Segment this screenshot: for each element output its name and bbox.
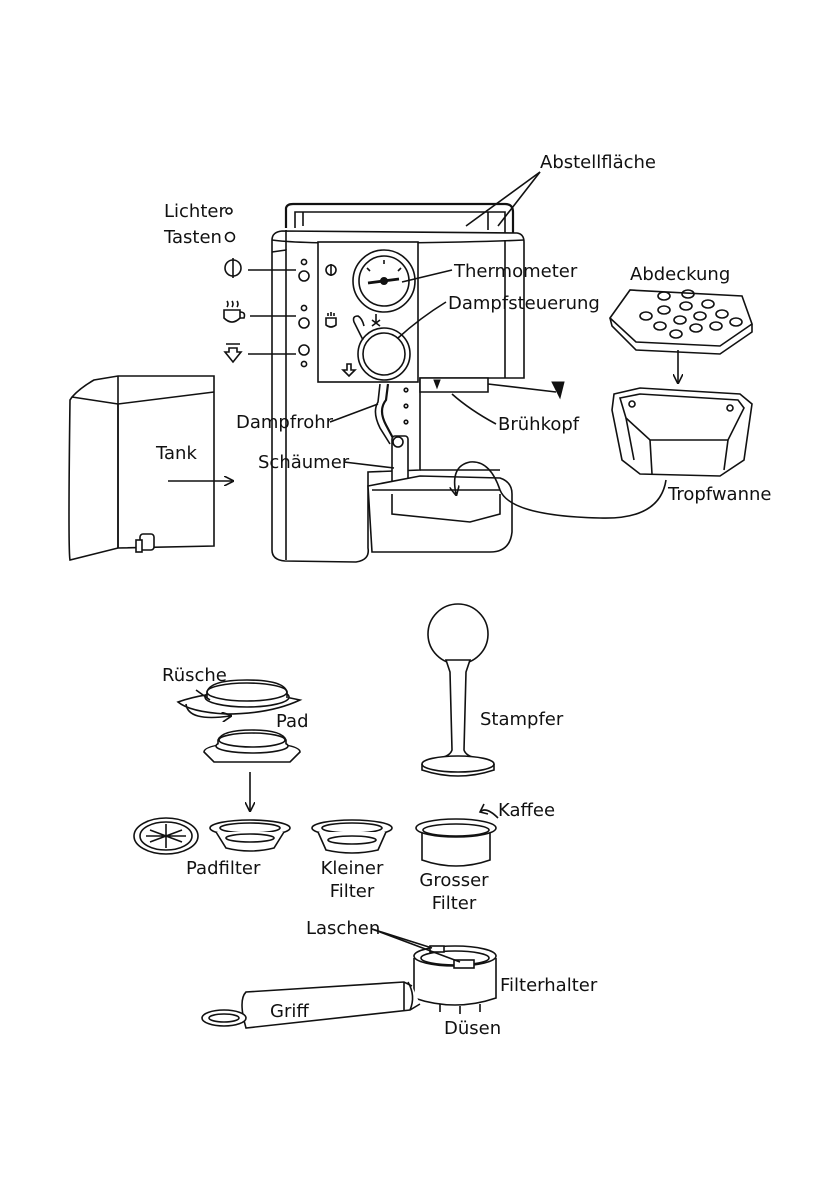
cup-icon xyxy=(224,301,245,322)
light-dot-icon xyxy=(226,208,232,214)
brew-head-leader xyxy=(452,394,496,424)
coffee-leader xyxy=(480,810,498,818)
drip-tray-label: Tropfwanne xyxy=(667,484,771,505)
machine-base xyxy=(368,476,512,552)
tamper-label: Stampfer xyxy=(480,709,564,730)
cover-label: Abdeckung xyxy=(630,264,730,285)
water-tank xyxy=(69,376,214,560)
nozzles-label: Düsen xyxy=(444,1018,501,1039)
lights-label: Lichter xyxy=(164,201,226,222)
brew-head-label: Brühkopf xyxy=(498,414,580,435)
filter-holder-label: Filterhalter xyxy=(500,975,598,996)
small-filter-label-1: Kleiner xyxy=(321,858,384,879)
steam-icon xyxy=(225,344,241,362)
parking-frame xyxy=(286,204,513,234)
brew-head-marker xyxy=(552,382,564,398)
small-filter xyxy=(312,820,392,853)
tamper xyxy=(422,604,494,776)
pad-in-filter xyxy=(204,730,300,762)
pad-label: Pad xyxy=(276,711,309,732)
tank-label: Tank xyxy=(155,443,197,464)
parking-label: Abstellfläche xyxy=(540,152,656,173)
large-filter-label-2: Filter xyxy=(432,893,477,914)
steam-pipe-label: Dampfrohr xyxy=(236,412,334,433)
parking-leader xyxy=(466,172,540,226)
small-filter-label-2: Filter xyxy=(330,881,375,902)
handle-label: Griff xyxy=(270,1001,309,1022)
frother-label: Schäumer xyxy=(258,452,350,473)
brew-head xyxy=(420,378,488,392)
large-filter xyxy=(416,819,496,866)
buttons-label: Tasten xyxy=(163,227,222,248)
coffee-label: Kaffee xyxy=(498,800,555,821)
drip-tray xyxy=(612,388,752,476)
steam-control-label: Dampfsteuerung xyxy=(448,293,600,314)
cover-grate xyxy=(610,290,752,354)
pad-filter-basket xyxy=(210,820,290,851)
pad-filter-disc xyxy=(134,818,198,854)
thermometer-label: Thermometer xyxy=(453,261,578,282)
pad-filter-label: Padfilter xyxy=(186,858,261,879)
button-ring-icon xyxy=(226,233,235,242)
large-filter-label-1: Grosser xyxy=(419,870,489,891)
power-icon xyxy=(225,258,241,278)
machine-body xyxy=(272,204,524,562)
tabs-label: Laschen xyxy=(306,918,380,939)
ruffle-label: Rüsche xyxy=(162,665,227,686)
